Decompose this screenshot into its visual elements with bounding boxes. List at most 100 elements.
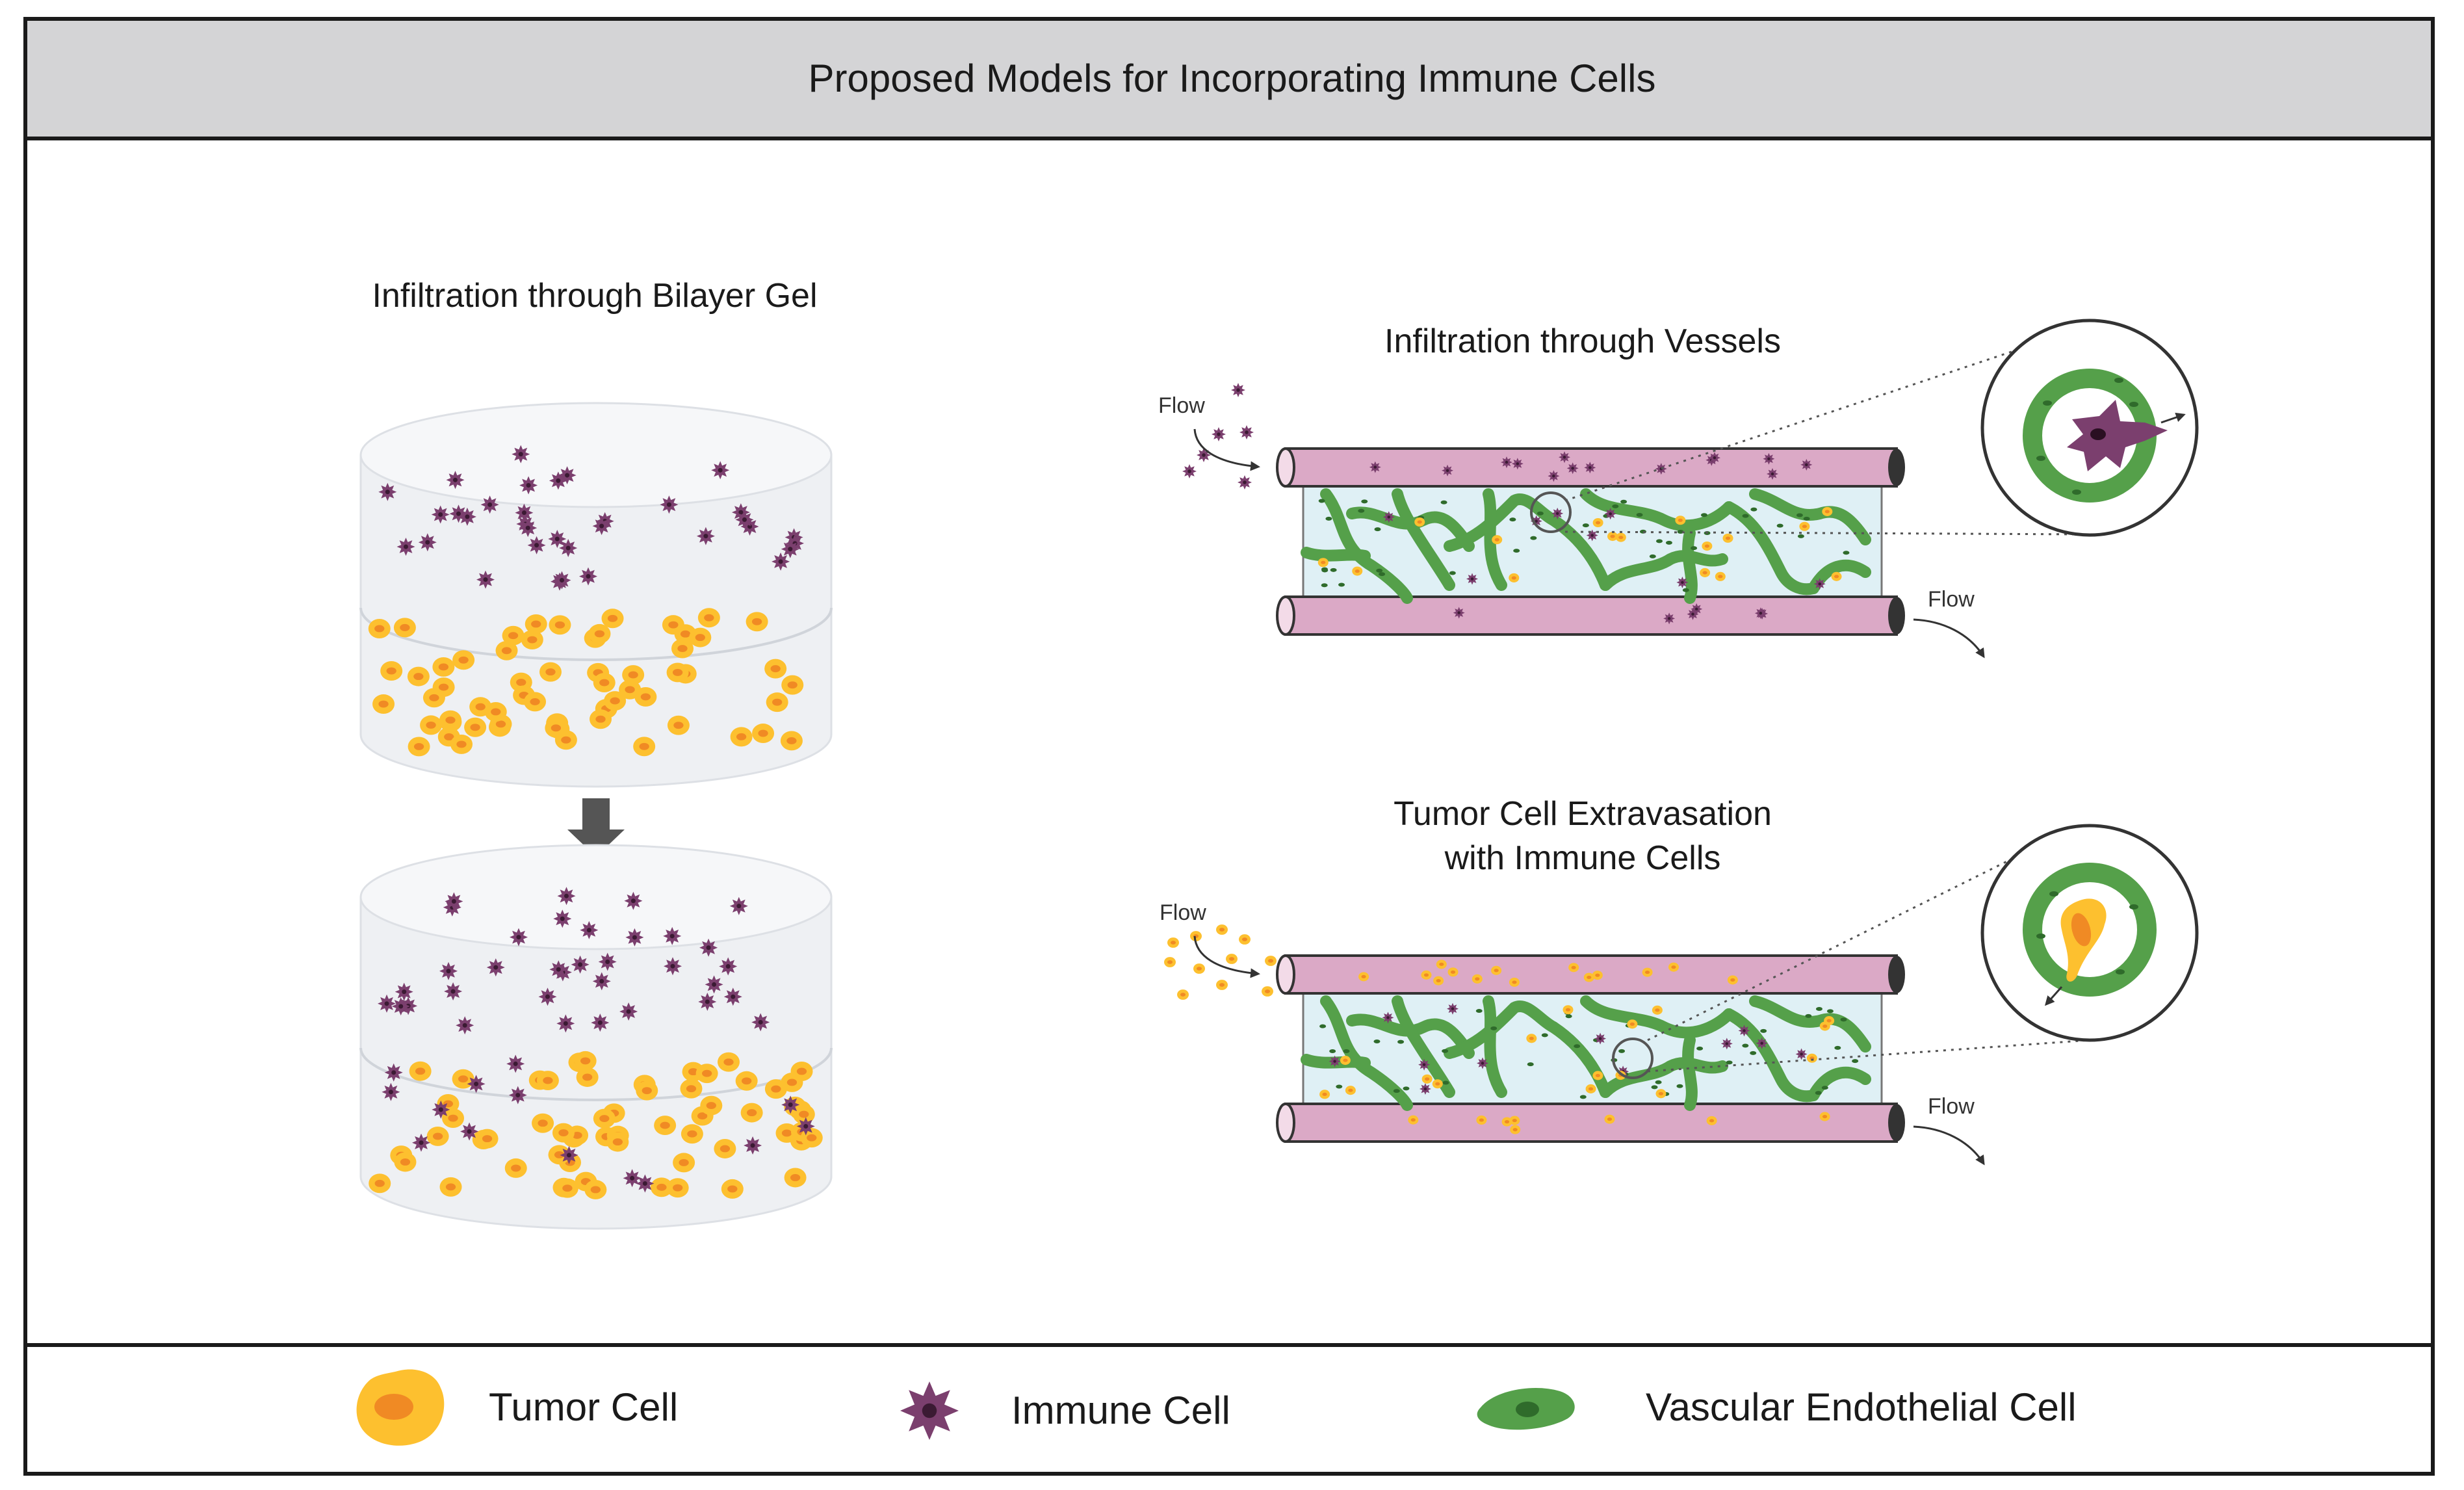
tumor-cell [673,1153,695,1173]
immune-cell [1594,1032,1607,1045]
tumor-cell [604,691,627,711]
immune-cell [1477,1057,1488,1069]
tumor-cell [1433,976,1444,986]
tumor-cell [590,709,612,729]
tumor-cell [650,1177,673,1197]
extravasation-panel-title-line2: with Immune Cells [1444,839,1721,877]
immune-cell [1551,507,1564,519]
immune-cell [1559,451,1570,464]
immune-cell [431,505,450,524]
tumor-cell [409,1061,432,1081]
tumor-cell [721,1179,744,1199]
tumor-cell [1568,963,1579,973]
tumor-cell [766,692,788,712]
immune-cell [1442,464,1453,477]
tumor-cell [394,1152,417,1172]
tumor-cell [1819,1112,1830,1121]
immune-cell [1813,578,1826,590]
immune-cell [512,445,530,464]
tumor-cell [593,1108,616,1129]
tumor-cell [671,638,694,659]
immune-cell [396,538,415,556]
immune-cell [1795,1048,1808,1060]
tumor-cell [1585,1084,1596,1093]
figure-frame [23,17,2435,1476]
immune-cell [751,1013,770,1032]
tumor-cell [1715,571,1726,581]
tumor-cell [689,627,712,647]
tumor-cell [556,1178,578,1198]
immune-cell [444,982,463,1000]
tumor-cell [1510,1125,1521,1134]
immune-cell [711,461,730,480]
tumor-cell [1509,573,1520,582]
tumor-cell [606,1132,629,1152]
zoom-inset-infiltration [1530,319,2199,537]
tumor-cell [393,618,416,638]
immune-cell [705,975,723,994]
immune-cell [480,495,499,514]
tumor-cell [450,734,473,754]
tumor-cell [442,1108,465,1128]
tumor-cell [681,1124,703,1144]
tumor-cell [790,1062,813,1081]
tumor-cell [368,619,391,638]
down-arrow [567,798,625,857]
tumor-cell [1706,1116,1717,1125]
tumor-cell [1615,532,1626,542]
tumor-cell [633,737,656,757]
immune-cell [549,471,567,490]
immune-cell [556,1014,575,1033]
immune-cell [1754,607,1767,620]
immune-cell [625,928,644,947]
vessels-flow-in-label: Flow [1158,393,1205,418]
immune-cell [418,533,437,552]
tumor-cell [545,718,567,738]
legend-tumor-label: Tumor Cell [489,1385,679,1429]
tumor-cell [1319,1090,1330,1099]
flow-in-arrow [1193,428,1260,471]
tumor-cell [752,724,775,743]
tumor-cell [536,1071,559,1091]
immune-cell [1738,1025,1750,1037]
immune-cell [548,530,567,548]
immune-cell [506,1054,525,1073]
header-bar [27,21,2431,140]
immune-cell [1369,461,1381,473]
tumor-cell [1226,954,1238,964]
tumor-cell [695,1064,718,1084]
immune-cell [1501,456,1512,469]
tumor-cell [1822,506,1833,516]
immune-cell [527,536,546,555]
immune-cell [486,958,505,977]
immune-cell [519,519,538,538]
tumor-cell [1317,558,1329,568]
immune-cell [391,997,410,1015]
immune-cell [781,540,799,558]
immune-cell [696,527,715,545]
immune-cell [456,1016,474,1035]
tumor-cell [1239,934,1251,945]
immune-cell [445,892,463,911]
tumor-cell [504,1158,527,1178]
immune-cell [781,1095,800,1114]
tumor-cell [1722,533,1733,543]
tumor-cell [549,615,571,635]
tumor-cell [408,737,430,757]
bilayer-panel-title: Infiltration through Bilayer Gel [372,277,818,315]
immune-cell [510,928,528,947]
tumor-cell [588,623,611,644]
tumor-cell [1831,571,1842,581]
tumor-cell [654,1116,677,1136]
tumor-cell [1265,956,1277,966]
tumor-cell [1262,986,1273,997]
tumor-cell [1216,980,1228,990]
tumor-cell [1668,962,1679,972]
immune-cell [1676,576,1689,588]
tumor-cell [1492,535,1503,545]
immune-cell [571,955,590,974]
tumor-cell [1216,924,1228,935]
tumor-cell [700,1095,723,1116]
zoom-inset-extravasation [1612,824,2199,1079]
